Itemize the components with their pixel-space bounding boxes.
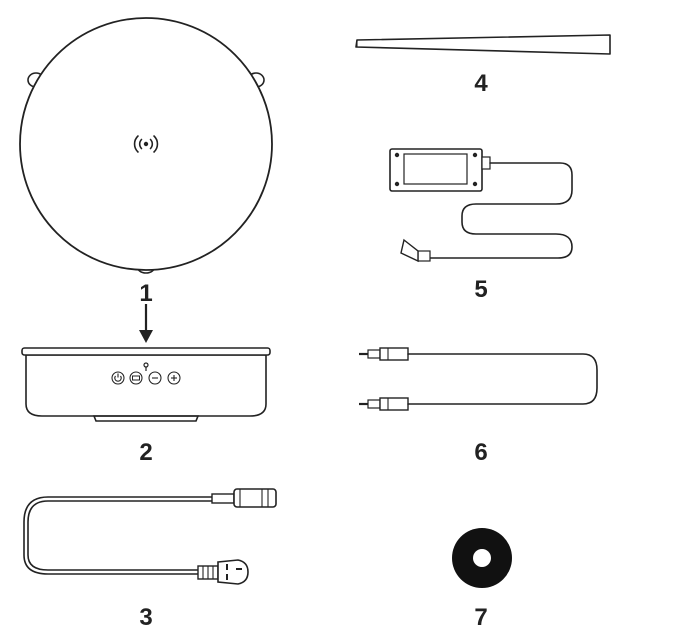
- item-number-3: 3: [139, 604, 152, 631]
- arrow-down-icon: [139, 304, 153, 343]
- mode-icon: [129, 371, 143, 385]
- mains-power-cable: [23, 488, 277, 585]
- wireless-charging-icon: [133, 135, 159, 153]
- aux-audio-cable: [359, 347, 598, 411]
- item-number-5: 5: [474, 276, 487, 303]
- plus-icon: [167, 371, 181, 385]
- antenna: [355, 34, 611, 55]
- power-adapter: [389, 148, 573, 263]
- minus-icon: [148, 371, 162, 385]
- speaker-base: [21, 347, 271, 422]
- item-number-4: 4: [474, 70, 488, 97]
- item-number-7: 7: [474, 604, 487, 631]
- wireless-charger-pad: [19, 17, 273, 274]
- adhesive-pad: [452, 528, 512, 588]
- power-icon: [111, 371, 125, 385]
- item-number-6: 6: [474, 439, 487, 466]
- item-number-2: 2: [139, 439, 152, 466]
- led-indicator-icon: [143, 362, 149, 371]
- item-number-1: 1: [139, 280, 152, 307]
